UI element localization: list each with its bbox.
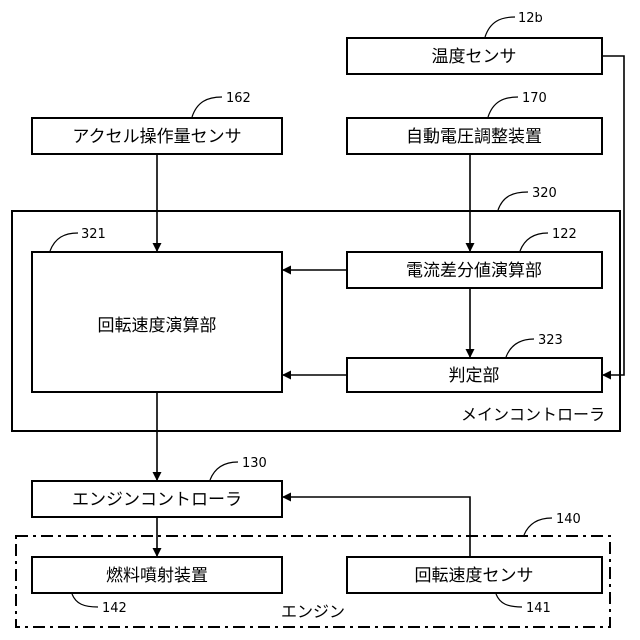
temp-sensor-block: 温度センサ bbox=[347, 38, 602, 74]
ref-141-leader bbox=[496, 594, 522, 607]
ref-170-leader bbox=[488, 97, 518, 117]
main-controller-label: メインコントローラ bbox=[461, 405, 605, 424]
judge-label: 判定部 bbox=[449, 366, 500, 386]
ref-12b: 12b bbox=[518, 11, 543, 26]
fuel-injector-label: 燃料噴射装置 bbox=[106, 566, 208, 586]
ref-320-leader bbox=[498, 192, 528, 210]
ref-170: 170 bbox=[522, 91, 547, 106]
rpm-sensor-to-engine-controller-arrow bbox=[282, 497, 470, 557]
ref-142: 142 bbox=[102, 601, 127, 616]
ref-162: 162 bbox=[226, 91, 251, 106]
fuel-injector-block: 燃料噴射装置 bbox=[32, 557, 282, 593]
engine-controller-label: エンジンコントローラ bbox=[72, 490, 242, 510]
ref-122-leader bbox=[520, 233, 548, 251]
ref-320: 320 bbox=[532, 186, 557, 201]
ref-142-leader bbox=[72, 594, 98, 607]
ref-162-leader bbox=[192, 97, 222, 117]
rpm-calc-label: 回転速度演算部 bbox=[98, 316, 217, 336]
accel-sensor-label: アクセル操作量センサ bbox=[72, 127, 241, 147]
rpm-sensor-label: 回転速度センサ bbox=[415, 566, 534, 586]
ref-321: 321 bbox=[81, 227, 106, 242]
ref-323: 323 bbox=[538, 333, 563, 348]
rpm-sensor-block: 回転速度センサ bbox=[347, 557, 602, 593]
engine-controller-block: エンジンコントローラ bbox=[32, 481, 282, 517]
engine-label: エンジン bbox=[281, 602, 345, 621]
accel-sensor-block: アクセル操作量センサ bbox=[32, 118, 282, 154]
temp-sensor-label: 温度センサ bbox=[432, 47, 517, 67]
ref-141: 141 bbox=[526, 601, 551, 616]
ref-130: 130 bbox=[242, 456, 267, 471]
ref-323-leader bbox=[506, 339, 534, 357]
avr-label: 自動電圧調整装置 bbox=[406, 127, 542, 147]
ref-140-leader bbox=[524, 518, 552, 535]
ref-140: 140 bbox=[556, 512, 581, 527]
current-diff-label: 電流差分値演算部 bbox=[406, 261, 542, 281]
rpm-calc-block: 回転速度演算部 bbox=[32, 252, 282, 392]
judge-block: 判定部 bbox=[347, 358, 602, 392]
avr-block: 自動電圧調整装置 bbox=[347, 118, 602, 154]
ref-12b-leader bbox=[485, 17, 515, 37]
ref-122: 122 bbox=[552, 227, 577, 242]
current-diff-block: 電流差分値演算部 bbox=[347, 252, 602, 288]
ref-321-leader bbox=[50, 233, 78, 251]
ref-130-leader bbox=[210, 462, 238, 480]
